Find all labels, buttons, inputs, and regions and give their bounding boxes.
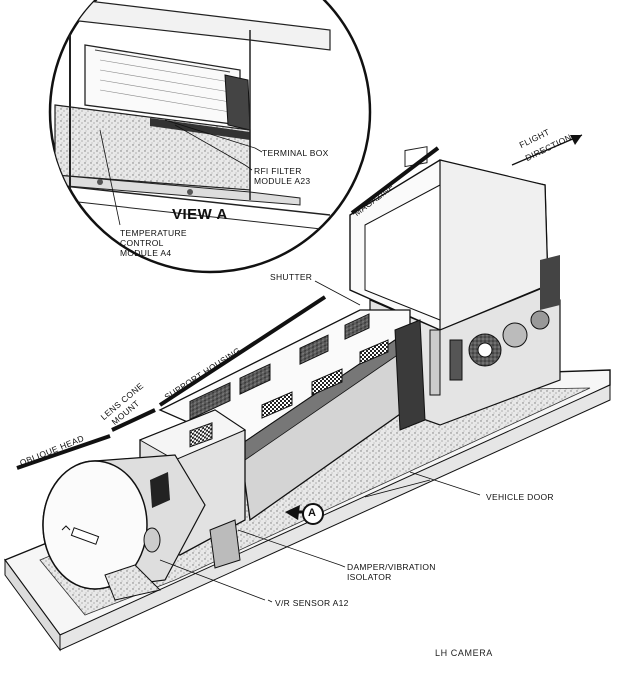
vehicle-door-label: VEHICLE DOOR: [486, 492, 554, 502]
rfi-filter-label-line1: RFI FILTER: [254, 166, 302, 176]
damper-label-line1: DAMPER/VIBRATION: [347, 562, 436, 572]
oblique-head: [42, 409, 247, 601]
temperature-label-line3: MODULE A4: [120, 248, 172, 258]
section-brackets: [16, 146, 440, 470]
figure-caption: LH CAMERA: [435, 648, 493, 658]
damper-label-line2: ISOLATOR: [347, 572, 392, 582]
terminal-box-label: TERMINAL BOX: [262, 148, 329, 158]
arrow-right-icon: [511, 134, 583, 166]
rfi-filter-label-line2: MODULE A23: [254, 176, 311, 186]
temperature-label-line2: CONTROL: [120, 238, 164, 248]
view-a-title: VIEW A: [172, 206, 228, 223]
view-a-detail: [48, 0, 372, 274]
temperature-label-line1: TEMPERATURE: [120, 228, 187, 238]
leader-lines: [159, 280, 431, 603]
vr-sensor-label: V/R SENSOR A12: [275, 598, 349, 608]
shutter-label: SHUTTER: [270, 272, 313, 282]
callout-a-icon: [285, 503, 324, 525]
callout-a-letter: A: [308, 507, 317, 519]
support-housing: [158, 309, 426, 522]
